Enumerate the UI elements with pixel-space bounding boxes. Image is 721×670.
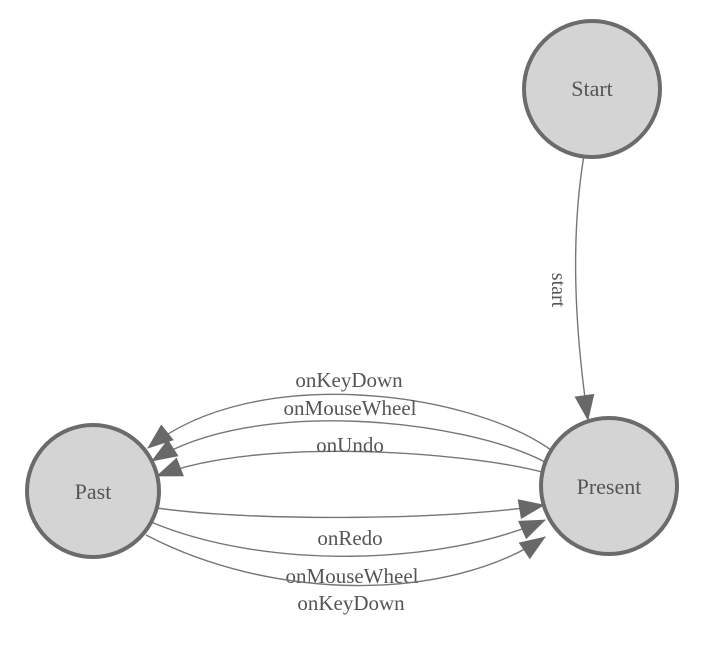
edge-path-onredo: [156, 499, 545, 520]
edge-path-onkeydown-bottom: [145, 534, 546, 587]
state-label-past: Past: [75, 479, 112, 504]
transition-present-to-past-keydown: onKeyDown: [147, 368, 552, 451]
edge-label-onkeydown-bottom: onKeyDown: [297, 591, 405, 615]
edge-label-start: start: [547, 273, 569, 308]
edge-path-onundo: [156, 450, 543, 477]
edge-label-onkeydown-top: onKeyDown: [295, 368, 403, 392]
state-label-start: Start: [571, 76, 613, 101]
edge-path-onmousewheel-bottom: [150, 519, 546, 557]
edge-label-onmousewheel-top: onMouseWheel: [284, 396, 417, 420]
transition-present-to-past-mousewheel: onMouseWheel: [151, 396, 546, 463]
transition-past-to-present-redo: onRedo: [156, 499, 545, 550]
state-circle-start[interactable]: [522, 19, 662, 159]
state-circle-present[interactable]: [539, 416, 679, 556]
edge-path-start: [574, 154, 595, 421]
edge-path-onkeydown-top: [147, 393, 552, 451]
edge-path-onmousewheel-top: [151, 420, 546, 463]
transition-present-to-past-undo: onUndo: [156, 433, 543, 477]
state-node-past[interactable]: Past: [25, 423, 161, 559]
edge-label-onundo: onUndo: [316, 433, 384, 457]
transition-past-to-present-keydown: onKeyDown: [145, 534, 546, 615]
state-label-present: Present: [577, 474, 642, 499]
edge-label-onredo: onRedo: [317, 526, 382, 550]
state-node-present[interactable]: Present: [539, 416, 679, 556]
transition-past-to-present-mousewheel: onMouseWheel: [150, 519, 546, 588]
state-circle-past[interactable]: [25, 423, 161, 559]
state-node-start[interactable]: Start: [522, 19, 662, 159]
transition-start-to-present: start: [547, 154, 595, 421]
